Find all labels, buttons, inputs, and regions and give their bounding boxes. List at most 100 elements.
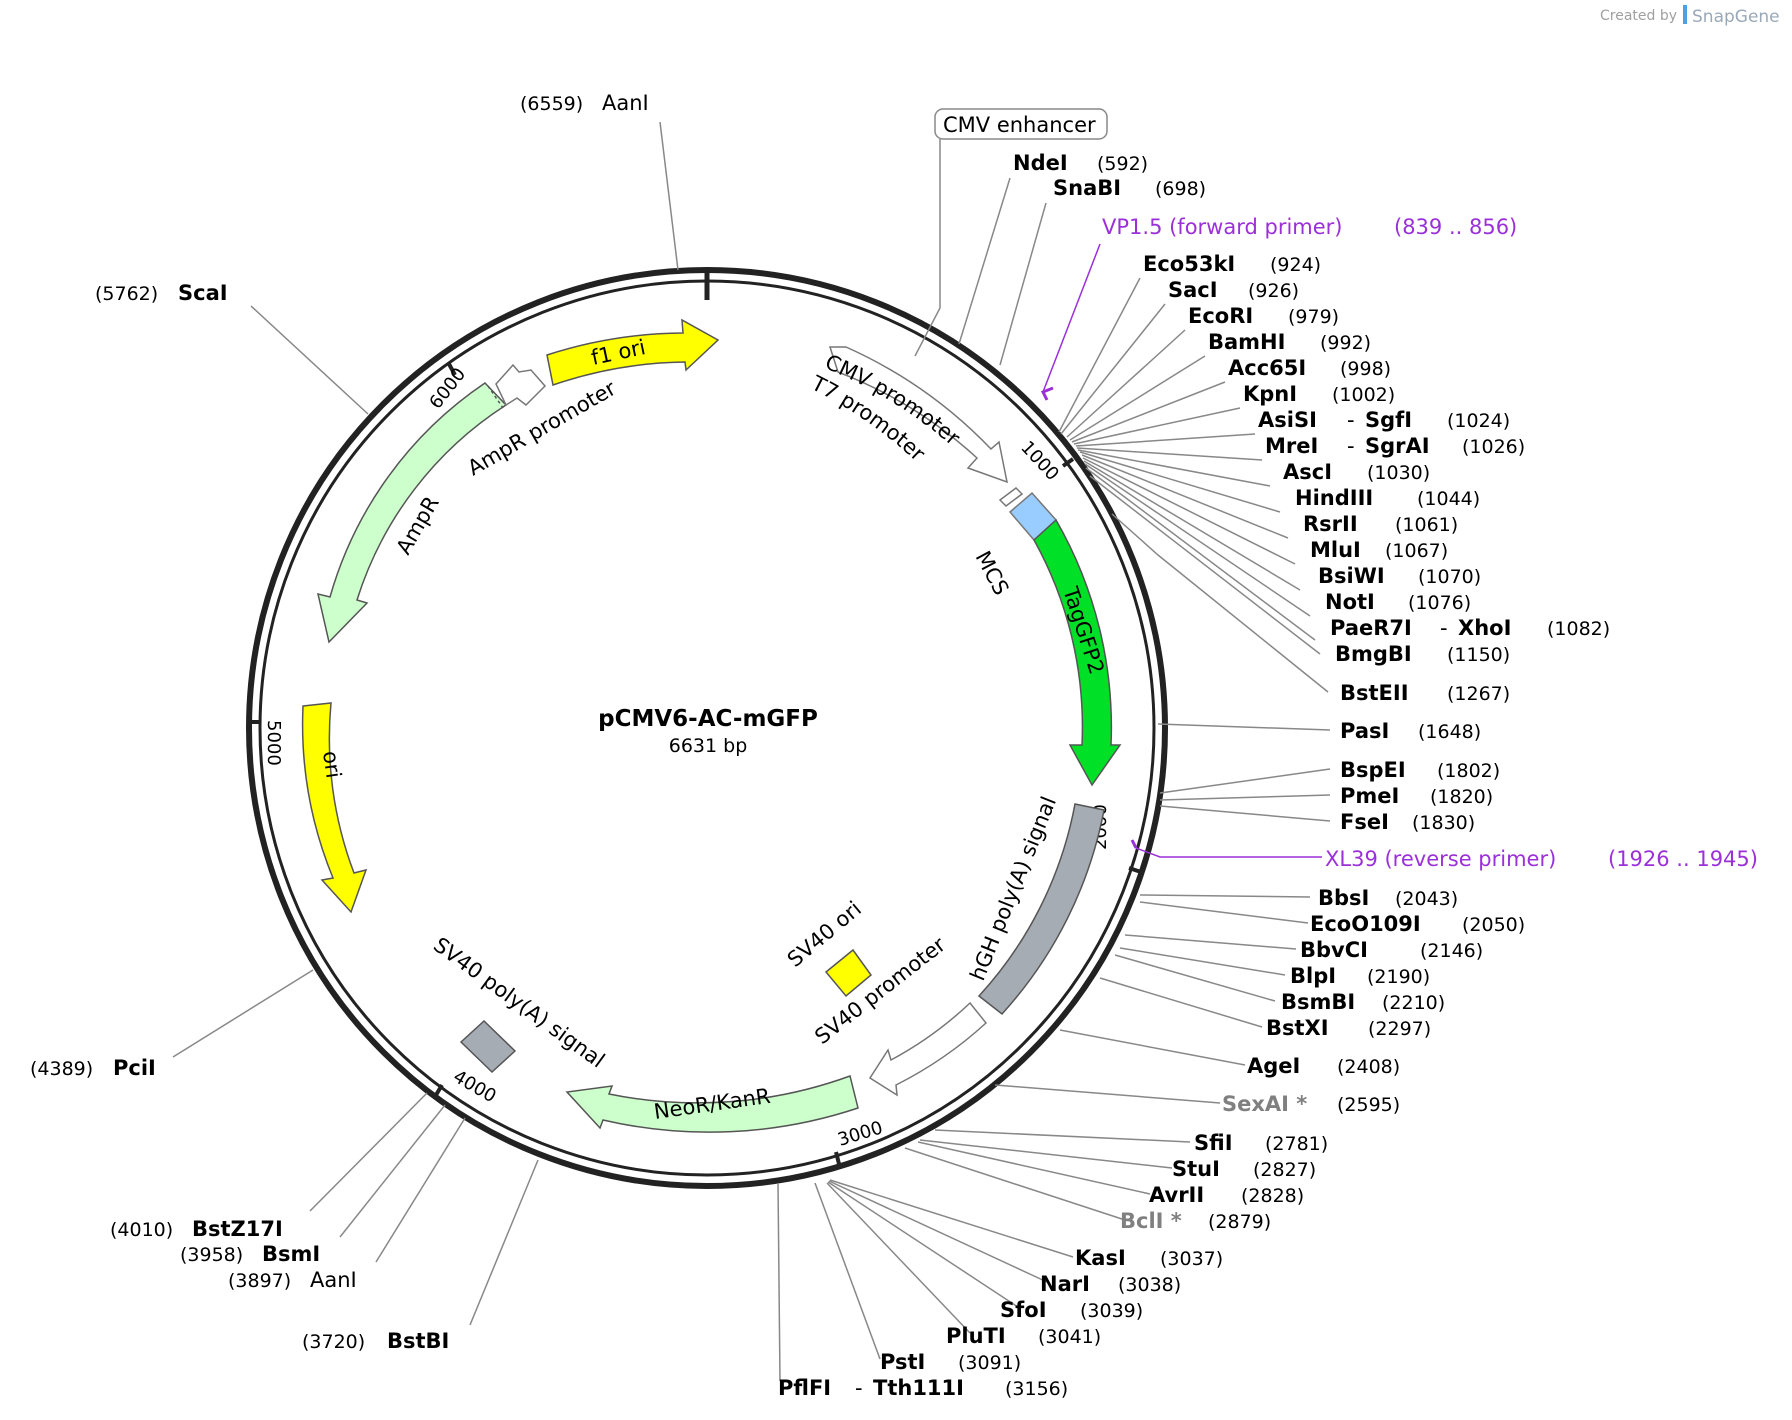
site-pos: (1082)	[1547, 618, 1610, 640]
site-name[interactable]: SacI	[1168, 278, 1218, 302]
xl39-primer-name[interactable]: XL39 (reverse primer)	[1325, 847, 1556, 871]
site-name[interactable]: AvrII	[1149, 1183, 1204, 1207]
site-name[interactable]: XhoI	[1458, 616, 1511, 640]
site-name[interactable]: StuI	[1172, 1157, 1220, 1181]
site-name[interactable]: BstBI	[387, 1329, 449, 1353]
site-name[interactable]: AgeI	[1247, 1054, 1300, 1078]
cmv-enhancer-label[interactable]: CMV enhancer	[943, 113, 1096, 137]
vp15-primer-name[interactable]: VP1.5 (forward primer)	[1102, 215, 1343, 239]
site-name[interactable]: BsmBI	[1281, 990, 1355, 1014]
site-name[interactable]: BstZ17I	[192, 1217, 283, 1241]
site-pos: (926)	[1248, 280, 1299, 302]
site-pos: (3041)	[1038, 1326, 1101, 1348]
site-name[interactable]: BspEI	[1340, 758, 1406, 782]
cmv-promoter-arrow[interactable]	[828, 346, 1008, 484]
site-pos: (3039)	[1080, 1300, 1143, 1322]
site-separator: -	[1440, 616, 1448, 640]
site-name[interactable]: BsiWI	[1318, 564, 1385, 588]
site-separator: -	[855, 1376, 863, 1400]
site-name[interactable]: PflFI	[778, 1376, 831, 1400]
site-name[interactable]: ScaI	[178, 281, 228, 305]
vp15-primer-leader	[1042, 243, 1101, 393]
sv40-ori-block[interactable]	[824, 948, 873, 998]
site-name[interactable]: BbsI	[1318, 886, 1369, 910]
hgh-polya-block[interactable]	[977, 803, 1105, 1016]
sv40-polya-block[interactable]	[459, 1019, 517, 1074]
xl39-primer-mark[interactable]	[1130, 839, 1138, 849]
site-name[interactable]: NotI	[1325, 590, 1375, 614]
site-pos: (1830)	[1412, 812, 1475, 834]
site-pos: (3091)	[958, 1352, 1021, 1374]
site-name[interactable]: EcoRI	[1188, 304, 1253, 328]
site-name[interactable]: BclI *	[1120, 1209, 1182, 1233]
site-name[interactable]: BsmI	[262, 1242, 320, 1266]
site-name[interactable]: AanI	[310, 1268, 357, 1292]
snapgene-logo-icon	[1683, 5, 1687, 24]
site-pos: (1024)	[1447, 410, 1510, 432]
site-name[interactable]: BstEII	[1340, 681, 1409, 705]
site-name[interactable]: KpnI	[1243, 382, 1297, 406]
site-name[interactable]: PciI	[113, 1056, 156, 1080]
site-name[interactable]: NdeI	[1013, 151, 1068, 175]
site-labels: (6559) AanI (5762) ScaI NdeI (592) SnaBI…	[30, 91, 1610, 1400]
site-name[interactable]: RsrII	[1303, 512, 1358, 536]
site-pos: (1648)	[1418, 721, 1481, 743]
site-name[interactable]: PluTI	[946, 1324, 1006, 1348]
site-name[interactable]: SnaBI	[1053, 176, 1121, 200]
site-name[interactable]: PmeI	[1340, 784, 1399, 808]
site-name[interactable]: SfiI	[1194, 1131, 1233, 1155]
plasmid-name: pCMV6-AC-mGFP	[598, 706, 818, 732]
site-name[interactable]: Eco53kI	[1143, 252, 1235, 276]
site-name[interactable]: KasI	[1075, 1246, 1126, 1270]
site-name[interactable]: BstXI	[1266, 1016, 1329, 1040]
tick-6000-mark	[447, 363, 457, 376]
site-name[interactable]: AanI	[602, 91, 649, 115]
site-name[interactable]: BbvCI	[1300, 938, 1368, 962]
neor-kanr-arrow[interactable]	[565, 1075, 859, 1133]
site-name[interactable]: BamHI	[1208, 330, 1285, 354]
site-name[interactable]: BlpI	[1290, 964, 1336, 988]
site-name[interactable]: SgrAI	[1365, 434, 1430, 458]
site-name[interactable]: EcoO109I	[1310, 912, 1421, 936]
site-name[interactable]: SexAI *	[1222, 1092, 1307, 1116]
site-name[interactable]: PstI	[880, 1350, 925, 1374]
site-pos: (4010)	[110, 1219, 173, 1241]
site-name[interactable]: BmgBI	[1335, 642, 1412, 666]
site-name[interactable]: FseI	[1340, 810, 1389, 834]
site-name[interactable]: MluI	[1310, 538, 1361, 562]
site-name[interactable]: HindIII	[1295, 486, 1373, 510]
site-pos: (3156)	[1005, 1378, 1068, 1400]
site-name[interactable]: Acc65I	[1228, 356, 1306, 380]
ampr-promoter-arrow[interactable]	[495, 363, 547, 407]
site-name[interactable]: PaeR7I	[1330, 616, 1412, 640]
f1-ori-arrow[interactable]	[546, 318, 720, 386]
site-pos: (1026)	[1462, 436, 1525, 458]
site-pos: (2050)	[1462, 914, 1525, 936]
site-name[interactable]: MreI	[1265, 434, 1318, 458]
site-name[interactable]: NarI	[1040, 1272, 1090, 1296]
site-pos: (2827)	[1253, 1159, 1316, 1181]
features: CMV enhancer CMV promoter T7 promoter MC…	[301, 108, 1122, 1133]
site-pos: (2595)	[1337, 1094, 1400, 1116]
snapgene-branding: Created by SnapGene	[1600, 5, 1780, 27]
snapgene-name: SnapGene	[1692, 7, 1780, 27]
site-pos: (3037)	[1160, 1248, 1223, 1270]
sv40-promoter-arrow[interactable]	[868, 1001, 988, 1097]
site-pos: (2043)	[1395, 888, 1458, 910]
site-pos: (1267)	[1447, 683, 1510, 705]
site-name[interactable]: SgfI	[1365, 408, 1412, 432]
taggfp2-arrow[interactable]	[1033, 518, 1122, 787]
site-pos: (1150)	[1447, 644, 1510, 666]
t7-promoter-arrow[interactable]	[998, 487, 1024, 507]
ori-arrow[interactable]	[301, 702, 368, 914]
ampr-arrow[interactable]	[316, 382, 508, 644]
site-name[interactable]: AscI	[1283, 460, 1332, 484]
sv40-polya-label: SV40 poly(A) signal	[429, 933, 609, 1073]
cmv-enhancer-box[interactable]	[934, 108, 1108, 140]
site-name[interactable]: SfoI	[1000, 1298, 1047, 1322]
vp15-primer-range: (839 .. 856)	[1394, 215, 1517, 239]
site-pos: (5762)	[95, 283, 158, 305]
site-name[interactable]: Tth111I	[873, 1376, 964, 1400]
site-name[interactable]: AsiSI	[1258, 408, 1317, 432]
site-name[interactable]: PasI	[1340, 719, 1389, 743]
